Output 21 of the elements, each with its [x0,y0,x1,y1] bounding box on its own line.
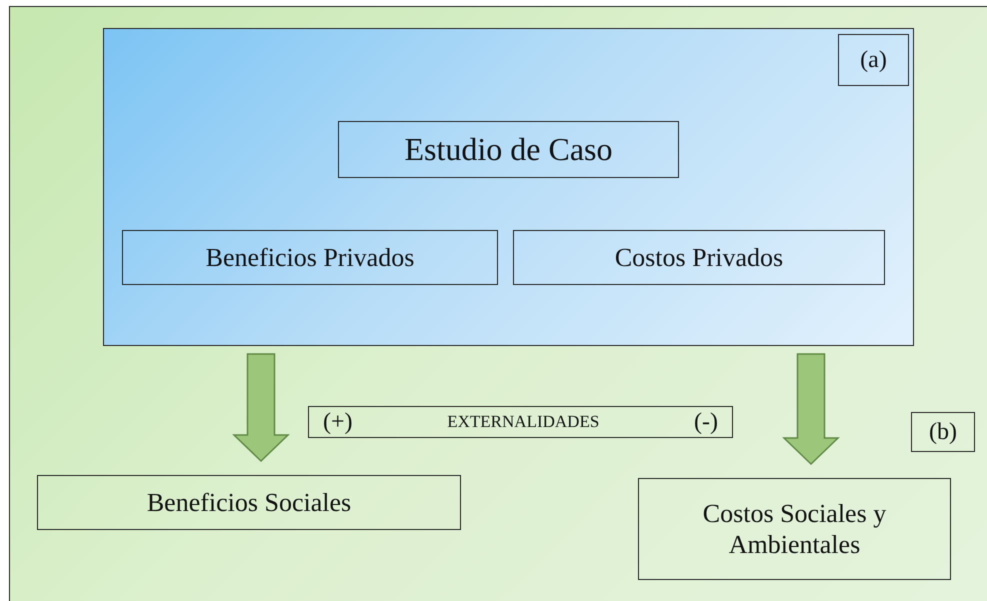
down-arrow [232,353,290,462]
panel-label [911,412,975,452]
panel-label [838,34,909,86]
down-arrow [782,353,840,466]
title-box [338,121,679,178]
process-box [122,230,498,285]
sign-label: (+) [323,408,353,436]
box-label: Costos Privados [614,242,784,274]
case-study-panel [103,28,914,346]
process-box [513,230,885,285]
sign-label: (-) [694,408,718,436]
process-box [638,478,951,580]
box-label: (b) [929,418,957,446]
box-label: Estudio de Caso [404,130,612,169]
externalities-box [308,406,733,438]
box-label: Costos Sociales y Ambientales [702,498,888,560]
box-label: Beneficios Sociales [146,486,352,518]
process-box [37,475,461,530]
box-label: Beneficios Privados [206,242,414,274]
box-label: (a) [860,46,887,74]
externalities-label: EXTERNALIDADES [447,412,600,432]
